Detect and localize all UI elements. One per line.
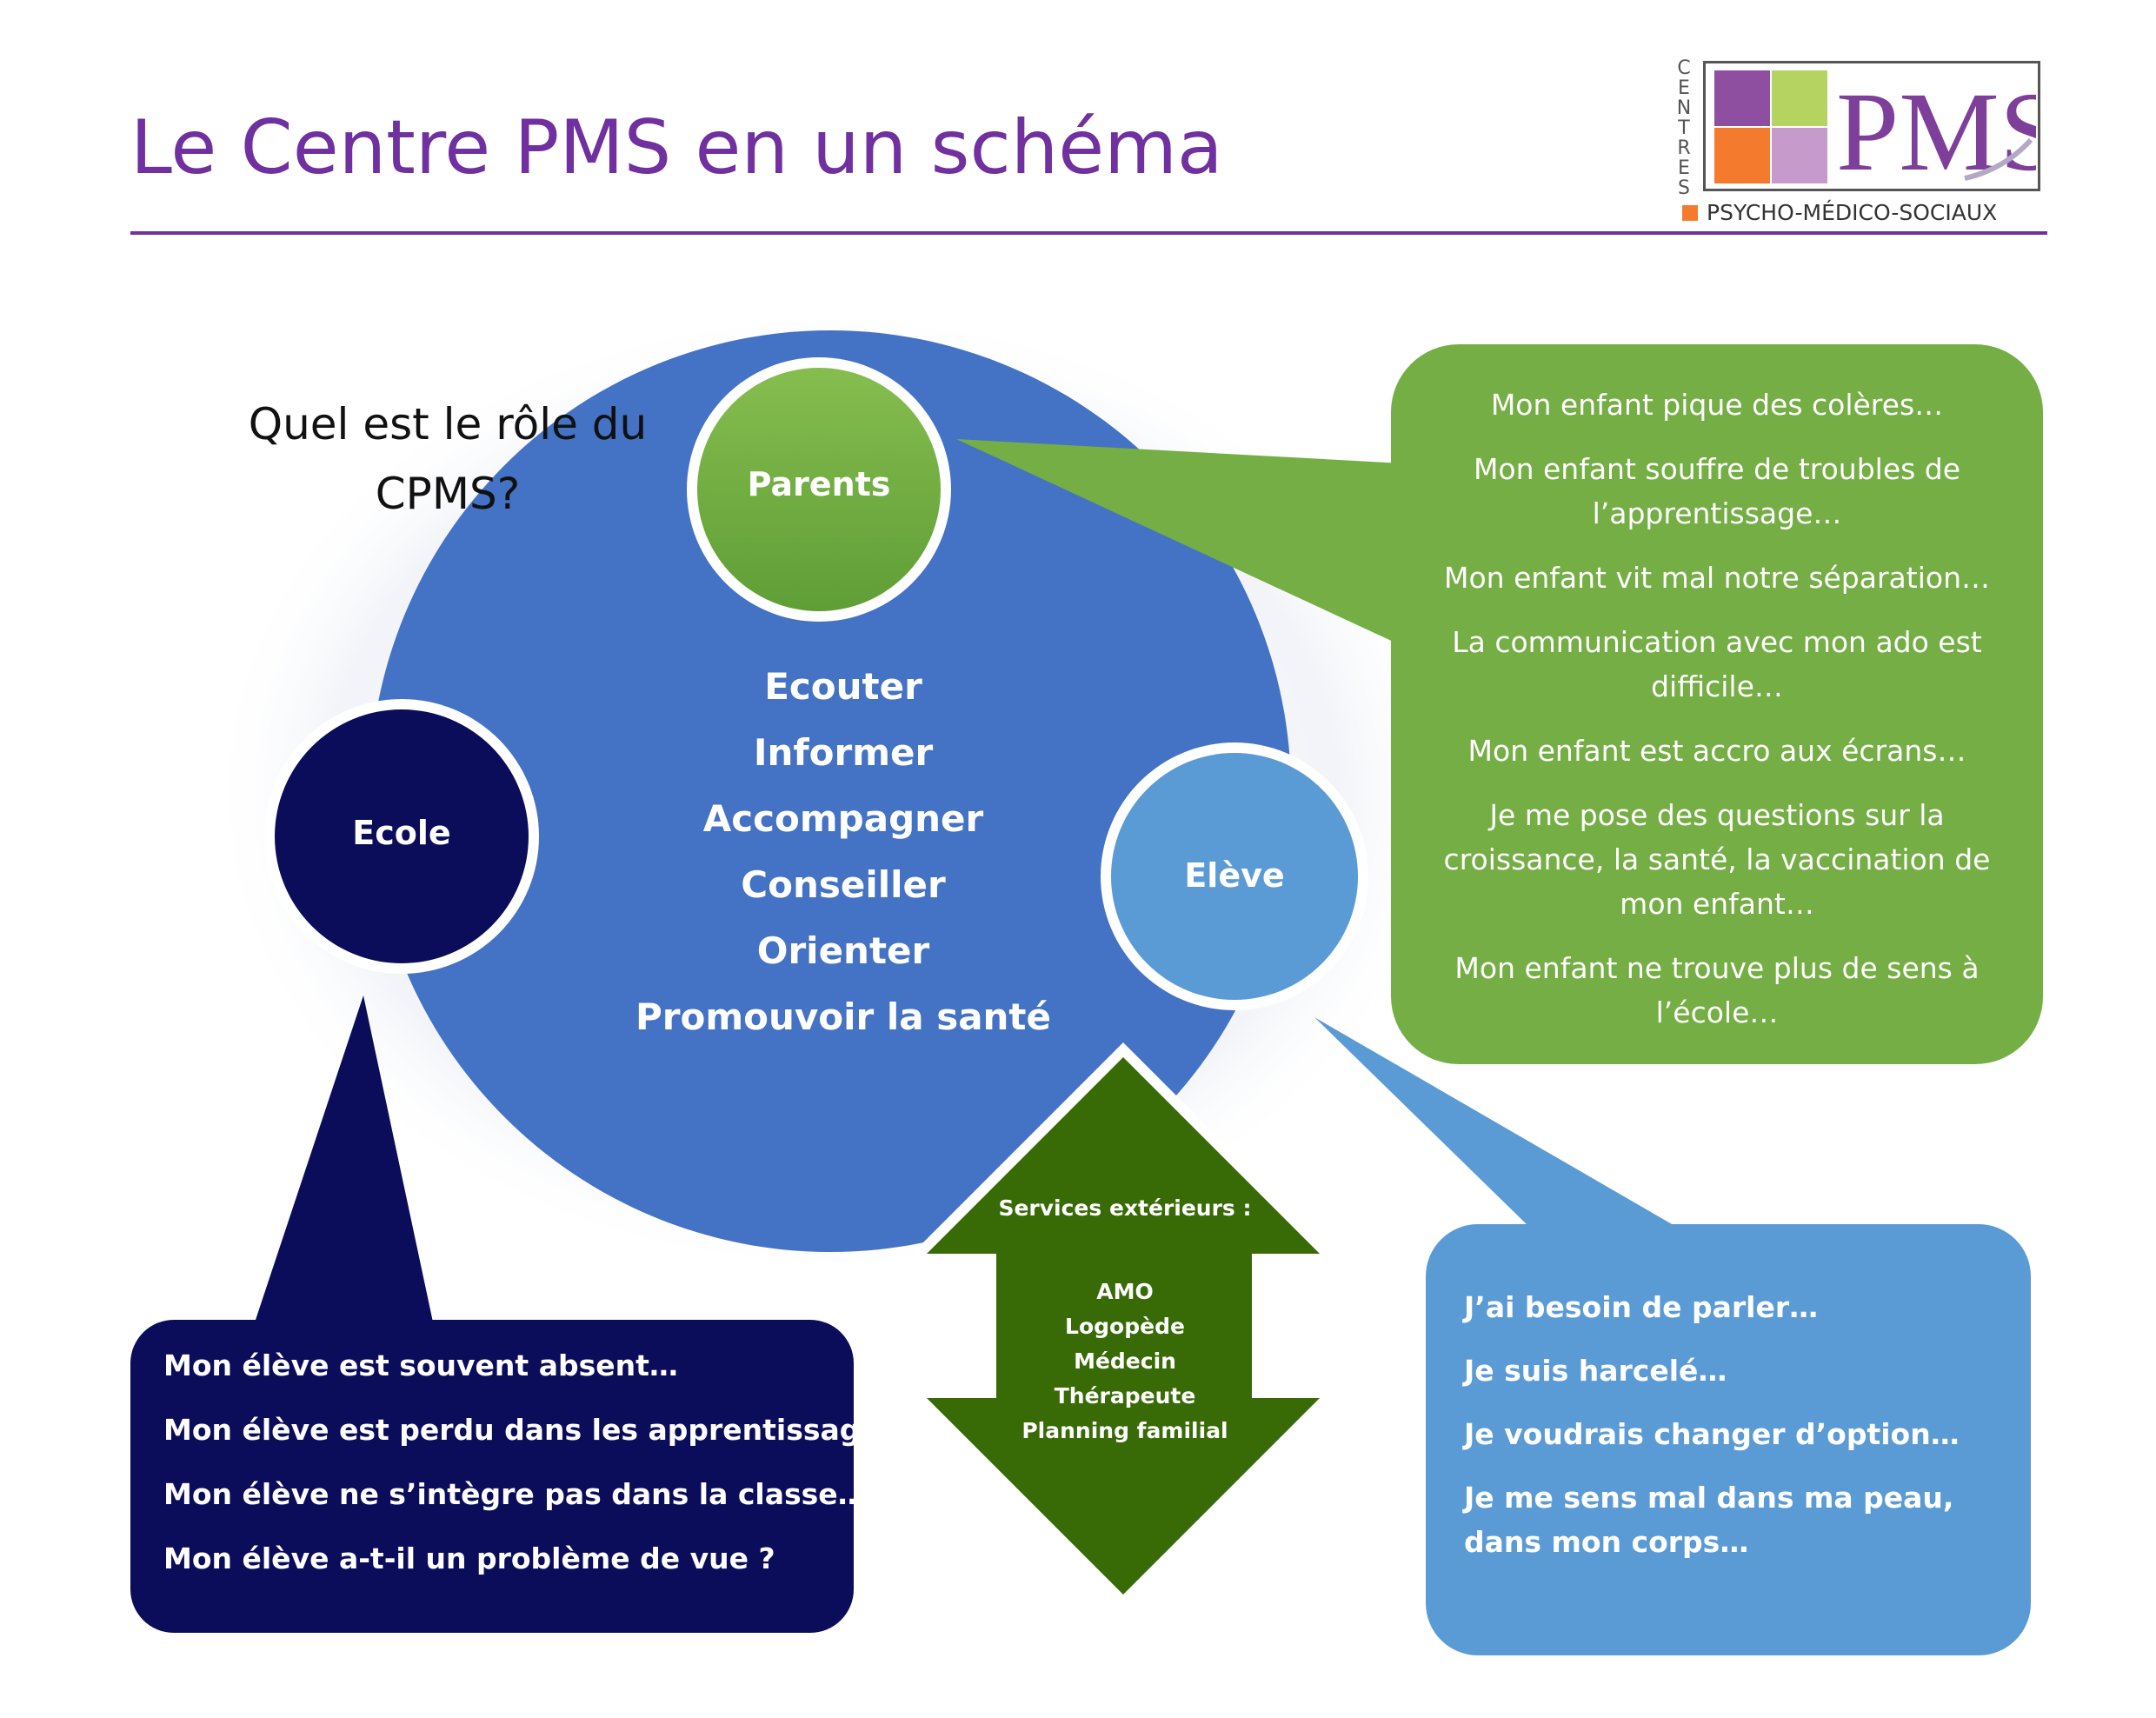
logo-wordmark-text: PMS [1836, 70, 2036, 187]
role-item: Conseiller [741, 863, 946, 906]
role-item: Promouvoir la santé [635, 996, 1051, 1038]
cpms-role-question: Quel est le rôle du CPMS? [217, 390, 678, 529]
logo-square-purple [1714, 70, 1770, 126]
parents-circle-fill [697, 368, 941, 611]
service-item: Médecin [1074, 1348, 1176, 1374]
logo-square-orange [1714, 128, 1770, 183]
question-line-2: CPMS? [375, 469, 521, 519]
eleve-callout-pointer [1314, 1017, 1678, 1228]
service-item: Planning familial [1021, 1418, 1228, 1443]
parents-concern: Mon enfant vit mal notre séparation… [1444, 561, 1990, 595]
eleve-concern: Je voudrais changer d’option… [1464, 1417, 1960, 1451]
parents-label: Parents [747, 465, 891, 503]
service-item: Thérapeute [1054, 1383, 1196, 1408]
main-role-circle [369, 330, 1291, 1252]
role-item: Orienter [756, 929, 930, 972]
ecole-callout-pointer [252, 996, 435, 1330]
parents-callout-pointer [956, 439, 1434, 661]
ecole-concern: Mon élève est perdu dans les apprentissa… [163, 1413, 926, 1447]
ecole-circle-fill [275, 709, 529, 963]
cpms-logo: C E N T R E S PMS PSYCHO-MÉDICO-SOCIAUX [1674, 54, 2047, 236]
logo-letter: N [1676, 97, 1692, 119]
parents-concern: Je me pose des questions sur la croissan… [1443, 798, 1991, 921]
ecole-label: Ecole [352, 814, 451, 852]
logo-letter: E [1678, 77, 1690, 99]
service-item: AMO [1096, 1279, 1154, 1304]
page-title: Le Centre PMS en un schéma [130, 104, 1223, 191]
role-list: Ecouter Informer Accompagner Conseiller … [613, 654, 1074, 1050]
eleve-concern: Je suis harcelé… [1464, 1354, 1727, 1388]
eleve-concern: J’ai besoin de parler… [1464, 1290, 1819, 1324]
role-item: Ecouter [764, 665, 922, 708]
logo-letter: E [1678, 157, 1690, 179]
ecole-concerns-box: Mon élève est souvent absent… Mon élève … [130, 1320, 926, 1633]
eleve-concerns-box: J’ai besoin de parler… Je suis harcelé… … [1426, 1224, 2031, 1655]
parents-concern: Mon enfant pique des colères… [1490, 388, 1944, 422]
logo-letter: R [1677, 137, 1691, 159]
parents-concern: Mon enfant est accro aux écrans… [1467, 734, 1966, 768]
eleve-circle-fill [1111, 753, 1358, 1000]
logo-square-lime [1772, 70, 1827, 126]
ecole-concern: Mon élève a-t-il un problème de vue ? [163, 1542, 775, 1575]
services-double-arrow-fill [927, 1057, 1320, 1595]
services-list: AMO Logopède Médecin Thérapeute Planning… [972, 1275, 1278, 1448]
logo-square-lilac [1772, 128, 1827, 183]
ecole-concern: Mon élève ne s’intègre pas dans la class… [163, 1477, 867, 1511]
logo-subtitle: PSYCHO-MÉDICO-SOCIAUX [1682, 200, 1997, 225]
parents-concerns-box: Mon enfant pique des colères… Mon enfant… [1391, 344, 2043, 1064]
logo-letter: T [1678, 117, 1690, 139]
parents-concern: Mon enfant ne trouve plus de sens à l’éc… [1454, 951, 1980, 1029]
question-line-1: Quel est le rôle du [248, 399, 648, 449]
logo-letter: C [1677, 57, 1691, 79]
role-item: Accompagner [702, 797, 984, 840]
logo-letter: S [1678, 177, 1690, 199]
logo-wordmark: PMS [1836, 70, 2036, 187]
logo-vertical-text: C E N T R E S [1674, 58, 1694, 198]
parents-concern: Mon enfant souffre de troubles de l’appr… [1473, 452, 1961, 530]
services-title: Services extérieurs : [998, 1195, 1252, 1221]
eleve-label: Elève [1184, 856, 1285, 895]
title-divider [130, 231, 2047, 235]
eleve-concern: Je me sens mal dans ma peau, dans mon co… [1464, 1481, 1954, 1559]
ecole-concern: Mon élève est souvent absent… [163, 1348, 678, 1382]
role-item: Informer [753, 731, 934, 774]
orange-square-icon [1682, 205, 1698, 221]
logo-subtitle-text: PSYCHO-MÉDICO-SOCIAUX [1707, 200, 1998, 225]
logo-frame: PMS [1703, 61, 2040, 191]
parents-concern: La communication avec mon ado est diffic… [1452, 625, 1982, 703]
service-item: Logopède [1065, 1314, 1185, 1339]
